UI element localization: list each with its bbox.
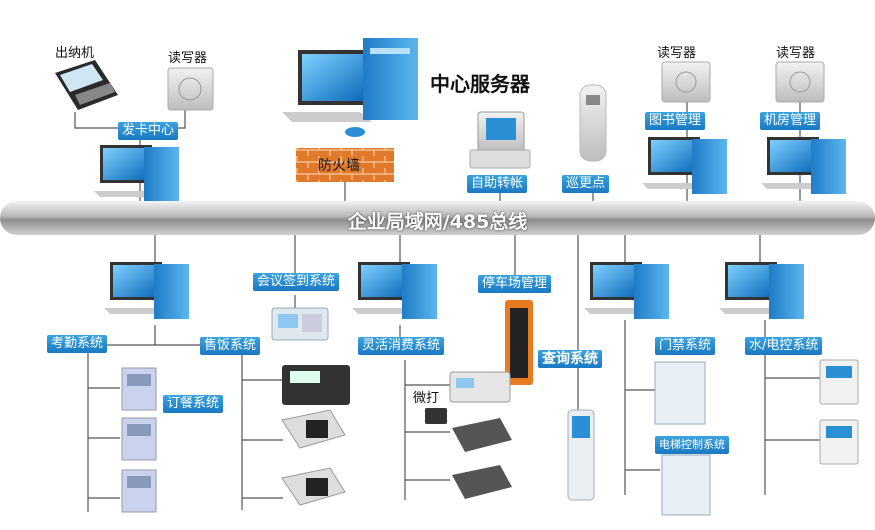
firewall-label: 防火墙 xyxy=(318,155,360,175)
canteen-pos-icon xyxy=(282,365,350,505)
query-kiosk-icon xyxy=(568,410,594,500)
door-controller-icon xyxy=(655,362,705,424)
server-label: 中心服务器 xyxy=(430,68,530,97)
attendance-label: 考勤系统 xyxy=(47,335,107,353)
water-label: 水/电控系统 xyxy=(745,337,822,355)
computer-room-label: 机房管理 xyxy=(760,112,820,130)
meeting-device-icon xyxy=(272,308,328,340)
card-center-label: 发卡中心 xyxy=(118,122,178,140)
elevator-controller-icon xyxy=(662,455,710,515)
pc-attendance-icon xyxy=(104,262,189,319)
consumption-label: 灵活消费系统 xyxy=(358,337,444,355)
patrol-label: 巡更点 xyxy=(562,175,609,193)
ordering-label: 订餐系统 xyxy=(163,395,223,413)
pc-water-icon xyxy=(719,262,804,319)
meeting-label: 会议签到系统 xyxy=(253,273,339,291)
library-label: 图书管理 xyxy=(645,112,705,130)
reader-label: 读写器 xyxy=(168,47,207,66)
canteen-label: 售饭系统 xyxy=(200,337,260,355)
parking-label: 停车场管理 xyxy=(478,275,551,293)
cashier-label: 出纳机 xyxy=(55,42,94,61)
reader-library-icon xyxy=(662,62,710,102)
door-label: 门禁系统 xyxy=(655,337,715,355)
water-meter-icon xyxy=(820,360,858,464)
cashier-machine-icon xyxy=(55,60,118,110)
reader-device-icon xyxy=(168,68,213,110)
reader-lab-icon xyxy=(776,62,824,102)
pc-computer-room-icon xyxy=(761,137,846,194)
pc-door-icon xyxy=(584,262,669,319)
ordering-terminal-icon xyxy=(122,368,156,512)
pc-card-center-icon xyxy=(94,145,179,202)
elevator-label: 电梯控制系统 xyxy=(655,436,729,454)
bus-label: 企业局域网/485总线 xyxy=(0,207,875,234)
reader-lab-label: 读写器 xyxy=(776,42,815,61)
query-label: 查询系统 xyxy=(538,350,602,368)
patrol-device-icon xyxy=(580,85,606,161)
self-service-label: 自助转帐 xyxy=(467,175,527,193)
self-service-terminal-icon xyxy=(470,112,530,168)
central-server-icon xyxy=(282,38,418,137)
printer-label: 微打 xyxy=(413,387,439,406)
pc-consumption-icon xyxy=(352,262,437,319)
pc-library-icon xyxy=(642,137,727,194)
reader-library-label: 读写器 xyxy=(657,42,696,61)
